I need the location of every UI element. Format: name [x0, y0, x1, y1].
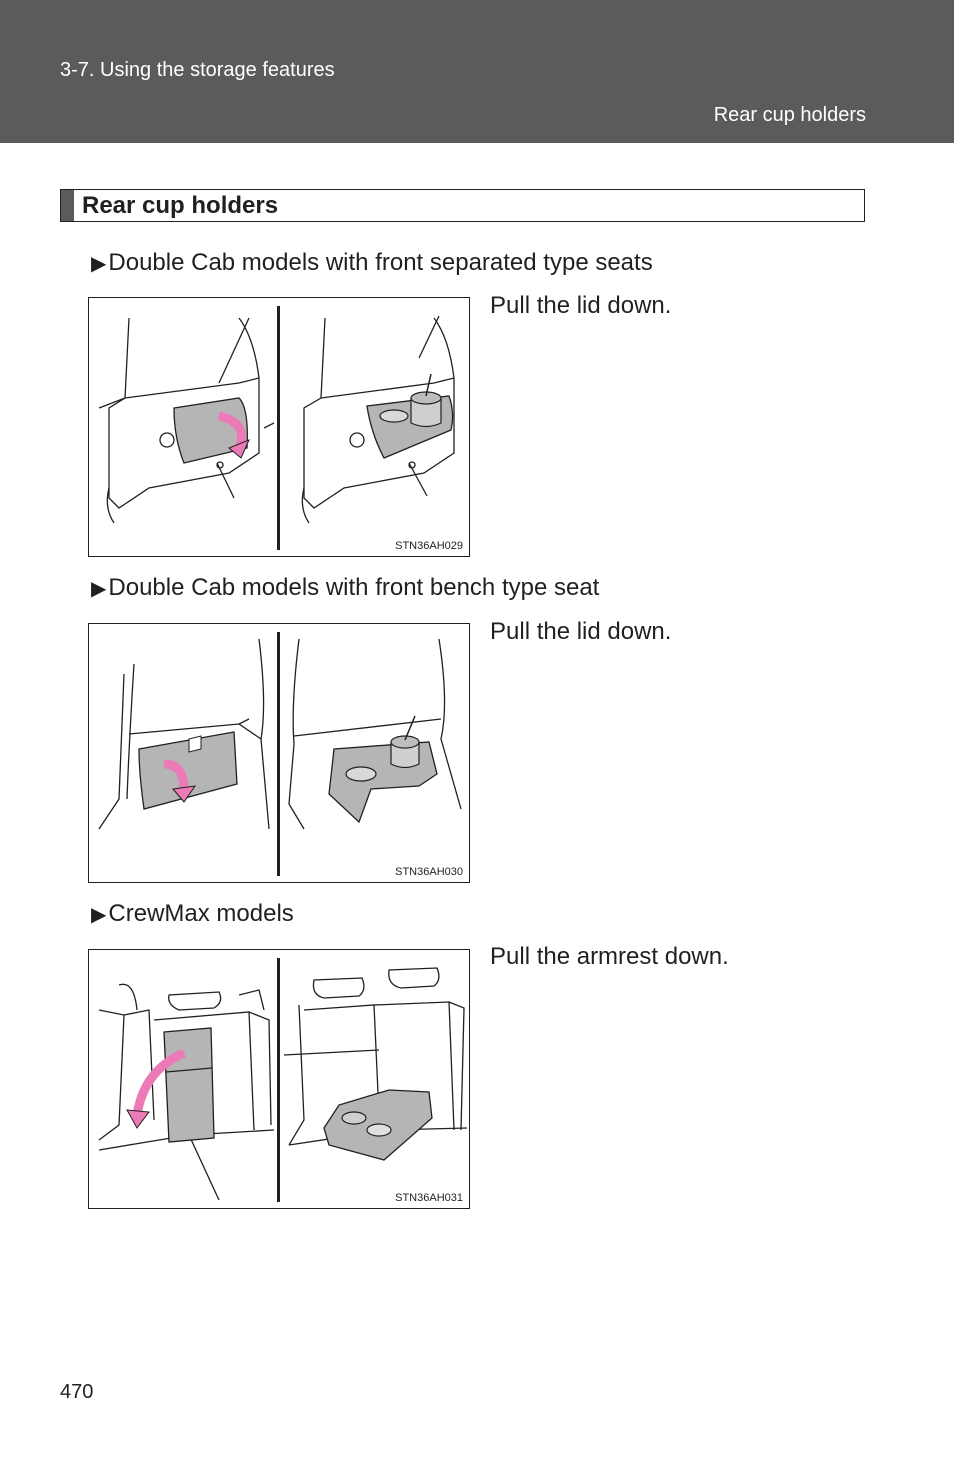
- page-number: 470: [60, 1381, 94, 1403]
- illustration-separated-seats: [98, 306, 455, 550]
- chapter-title: 3-7. Using the storage features: [60, 59, 335, 81]
- illustration-crewmax-armrest: [98, 958, 468, 1202]
- item-label-2: ▶Double Cab models with front bench type…: [91, 573, 599, 604]
- instruction-1: Pull the lid down.: [490, 292, 672, 319]
- figure-3: STN36AH031: [88, 949, 470, 1209]
- item-label-3: ▶CrewMax models: [91, 899, 294, 930]
- section-heading-box: Rear cup holders: [60, 189, 865, 222]
- triangle-bullet-icon: ▶: [91, 578, 107, 600]
- figure-code: STN36AH031: [395, 1192, 463, 1204]
- section-running-title: Rear cup holders: [713, 104, 866, 126]
- item-label-text: Double Cab models with front bench type …: [108, 574, 600, 601]
- item-label-text: CrewMax models: [108, 900, 294, 927]
- figure-code: STN36AH030: [395, 866, 463, 878]
- triangle-bullet-icon: ▶: [91, 253, 107, 275]
- section-heading: Rear cup holders: [82, 192, 279, 219]
- figure-code: STN36AH029: [395, 540, 463, 552]
- instruction-3: Pull the armrest down.: [490, 943, 729, 970]
- item-label-1: ▶Double Cab models with front separated …: [91, 248, 653, 279]
- heading-bar: [61, 190, 74, 221]
- instruction-2: Pull the lid down.: [490, 618, 672, 645]
- page-header: 3-7. Using the storage features Rear cup…: [0, 0, 954, 143]
- figure-1: STN36AH029: [88, 297, 470, 557]
- triangle-bullet-icon: ▶: [91, 904, 107, 926]
- figure-2: STN36AH030: [88, 623, 470, 883]
- item-label-text: Double Cab models with front separated t…: [108, 249, 653, 276]
- illustration-bench-seat: [98, 632, 462, 876]
